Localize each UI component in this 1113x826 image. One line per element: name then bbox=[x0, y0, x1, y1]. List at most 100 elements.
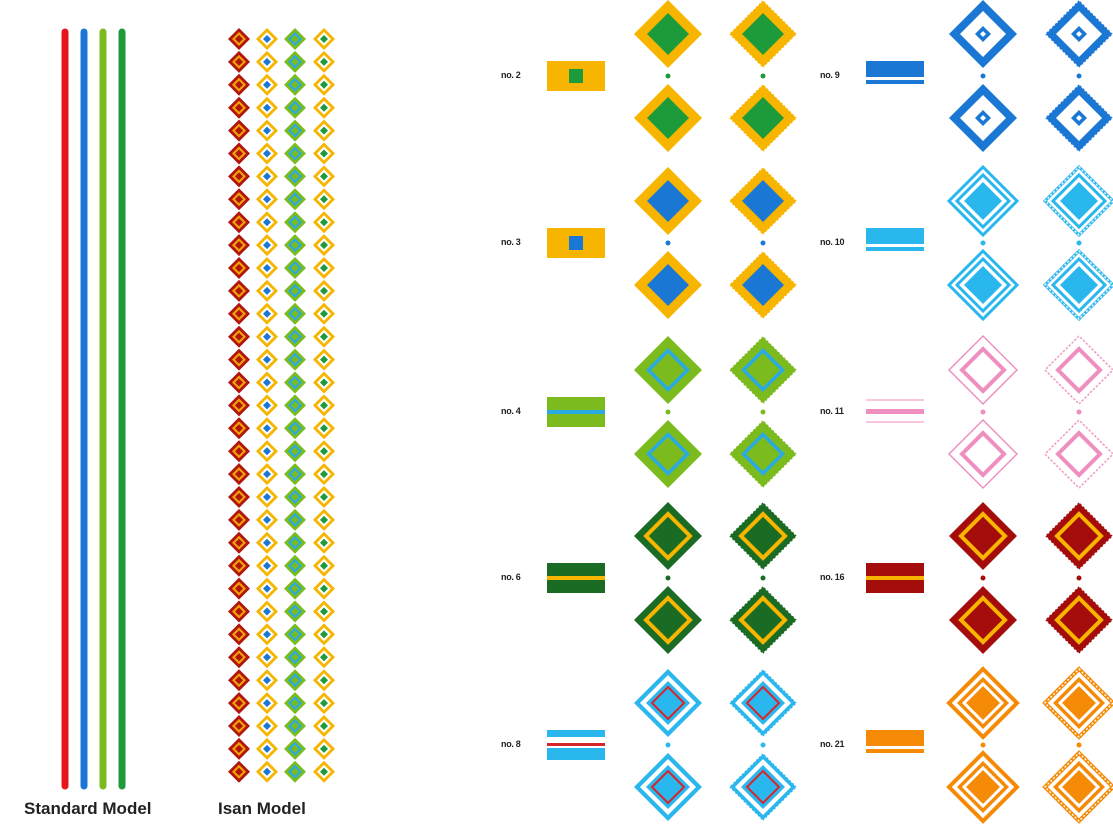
isan-diamond bbox=[228, 531, 250, 554]
pattern-label-no-16: no. 16 bbox=[820, 572, 845, 582]
isan-diamond bbox=[313, 463, 335, 486]
pattern-diamond bbox=[1043, 418, 1113, 490]
isan-diamond bbox=[313, 508, 335, 531]
pattern-swatch bbox=[866, 228, 924, 251]
pattern-diamond-pair bbox=[947, 334, 1019, 490]
pattern-diamond bbox=[728, 83, 798, 153]
isan-diamond bbox=[284, 554, 306, 577]
isan-diamond bbox=[228, 371, 250, 394]
pattern-joint bbox=[980, 575, 986, 581]
isan-diamond bbox=[228, 646, 250, 669]
isan-diamond bbox=[228, 463, 250, 486]
isan-diamond bbox=[284, 531, 306, 554]
pattern-diamond bbox=[1044, 585, 1113, 655]
isan-diamond bbox=[313, 486, 335, 508]
isan-diamond bbox=[284, 577, 306, 600]
pattern-diamond bbox=[634, 84, 702, 152]
isan-diamond bbox=[284, 737, 306, 760]
isan-diamond bbox=[313, 646, 335, 669]
pattern-diamond-pair bbox=[728, 0, 798, 153]
isan-diamond bbox=[313, 257, 335, 279]
isan-diamond bbox=[228, 394, 250, 417]
pattern-diamond bbox=[947, 334, 1019, 406]
pattern-label-no-11: no. 11 bbox=[820, 406, 844, 416]
pattern-diamond bbox=[1043, 334, 1113, 406]
pattern-diamond bbox=[946, 666, 1020, 740]
isan-diamond bbox=[313, 737, 335, 760]
isan-diamond bbox=[256, 463, 278, 486]
pattern-diamond bbox=[1042, 750, 1113, 824]
isan-diamond bbox=[313, 417, 335, 440]
pattern-joint bbox=[980, 73, 986, 79]
isan-diamond bbox=[313, 554, 335, 577]
isan-diamond bbox=[284, 142, 306, 165]
isan-diamond bbox=[228, 417, 250, 440]
isan-diamond bbox=[284, 119, 306, 142]
isan-model-label: Isan Model bbox=[218, 799, 306, 818]
isan-diamond bbox=[284, 440, 306, 463]
pattern-joint bbox=[1076, 575, 1082, 581]
pattern-diamond bbox=[634, 167, 702, 235]
pattern-swatch bbox=[547, 228, 605, 258]
pattern-swatch bbox=[547, 563, 605, 593]
isan-diamond bbox=[256, 50, 278, 73]
isan-diamond bbox=[256, 371, 278, 394]
isan-diamond bbox=[256, 554, 278, 577]
isan-diamond bbox=[256, 646, 278, 669]
pattern-joint bbox=[760, 73, 766, 79]
pattern-joint bbox=[665, 409, 671, 415]
isan-diamond bbox=[313, 119, 335, 142]
isan-diamond bbox=[228, 188, 250, 211]
isan-diamond bbox=[228, 257, 250, 279]
isan-diamond bbox=[313, 188, 335, 211]
pattern-swatch bbox=[866, 730, 924, 753]
isan-diamond bbox=[284, 96, 306, 119]
isan-diamond bbox=[228, 279, 250, 302]
pattern-diamond-pair bbox=[1042, 666, 1113, 824]
pattern-label-no-2: no. 2 bbox=[501, 70, 521, 80]
isan-diamond bbox=[313, 28, 335, 50]
standard-model-label: Standard Model bbox=[24, 799, 152, 818]
pattern-label-no-3: no. 3 bbox=[501, 237, 521, 247]
isan-diamond bbox=[284, 371, 306, 394]
pattern-joint bbox=[1076, 409, 1082, 415]
isan-diamond bbox=[256, 257, 278, 279]
pattern-diamond bbox=[634, 669, 702, 737]
isan-diamond bbox=[284, 394, 306, 417]
isan-diamond bbox=[228, 348, 250, 371]
pattern-joint bbox=[980, 240, 986, 246]
isan-diamond bbox=[284, 669, 306, 692]
isan-diamond bbox=[284, 211, 306, 234]
isan-diamond bbox=[256, 715, 278, 737]
pattern-diamond bbox=[728, 501, 798, 571]
pattern-diamond bbox=[634, 502, 702, 570]
isan-diamond bbox=[284, 600, 306, 623]
isan-diamond bbox=[284, 760, 306, 783]
isan-diamond bbox=[284, 646, 306, 669]
isan-diamond bbox=[256, 669, 278, 692]
pattern-diamond bbox=[728, 752, 798, 822]
isan-diamond bbox=[256, 531, 278, 554]
pattern-swatch bbox=[866, 563, 924, 593]
pattern-diamond bbox=[946, 164, 1020, 238]
pattern-swatch bbox=[547, 730, 605, 760]
pattern-diamond bbox=[946, 248, 1020, 322]
isan-diamond bbox=[313, 577, 335, 600]
pattern-diamond-pair bbox=[1043, 334, 1113, 490]
isan-diamond bbox=[284, 257, 306, 279]
isan-diamond bbox=[284, 692, 306, 715]
isan-diamond bbox=[228, 554, 250, 577]
isan-diamond bbox=[284, 188, 306, 211]
pattern-diamond bbox=[949, 0, 1017, 68]
pattern-label-no-21: no. 21 bbox=[820, 739, 845, 749]
pattern-joint bbox=[665, 742, 671, 748]
pattern-diamond bbox=[634, 0, 702, 68]
pattern-label-no-6: no. 6 bbox=[501, 572, 521, 582]
isan-diamond bbox=[228, 73, 250, 96]
isan-diamond bbox=[284, 508, 306, 531]
isan-diamond bbox=[256, 165, 278, 188]
isan-diamond bbox=[256, 486, 278, 508]
isan-diamond bbox=[284, 417, 306, 440]
